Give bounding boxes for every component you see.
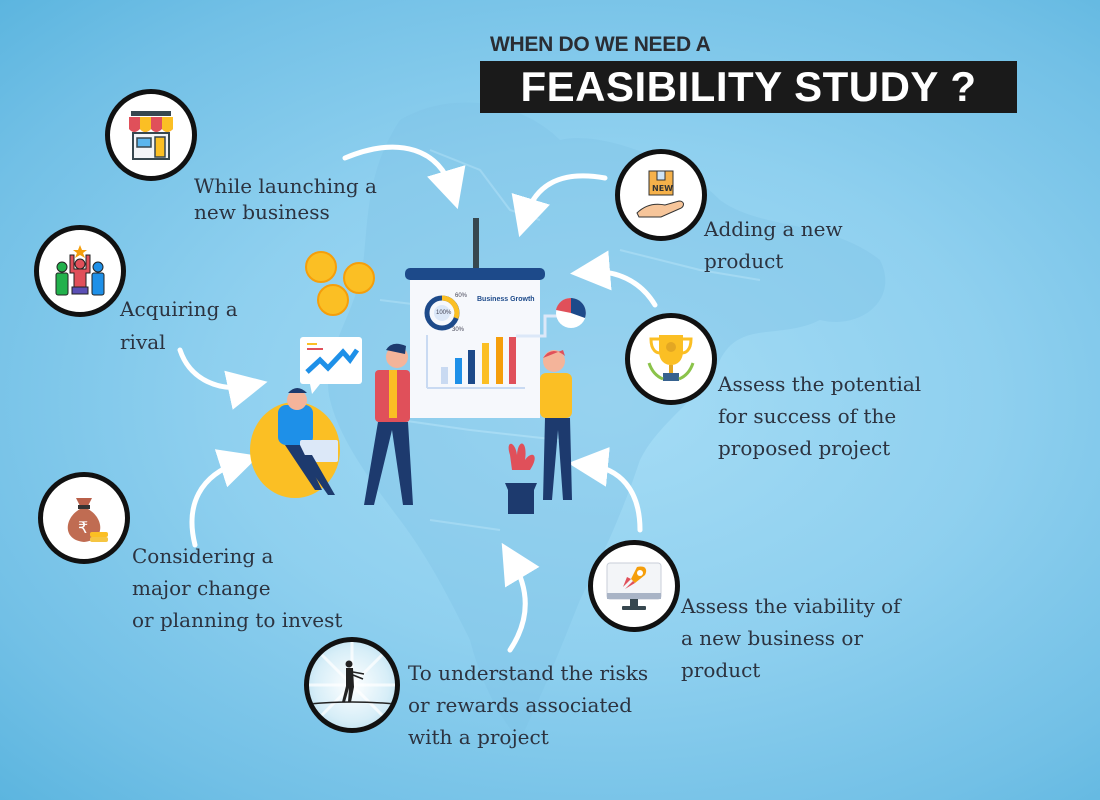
ring-center-label: 100%: [436, 310, 452, 316]
item-label-product: Adding a new product: [704, 217, 843, 273]
trophy-icon: [625, 313, 717, 405]
money-bag-rupee-icon: ₹: [38, 472, 130, 564]
coin-icon: [305, 251, 375, 316]
item-label-invest: Considering a major change or planning t…: [132, 544, 343, 632]
item-label-acquire: Acquiring a rival: [120, 297, 238, 354]
tightrope-walker-icon: [304, 637, 400, 733]
ring-top-label: 60%: [455, 293, 468, 299]
rocket-monitor-icon: [588, 540, 680, 632]
storefront-icon: [105, 89, 197, 181]
arrow-launch: [342, 144, 466, 210]
ring-bottom-label: 30%: [452, 327, 465, 333]
svg-text:NEW: NEW: [652, 184, 673, 193]
winner-podium-icon: [34, 225, 126, 317]
title-banner: FEASIBILITY STUDY ?: [480, 61, 1017, 113]
item-label-viability: Assess the viability of a new business o…: [681, 594, 901, 682]
arrow-risks: [501, 542, 540, 653]
title-subtitle: WHEN DO WE NEED A: [490, 33, 711, 56]
board-title: Business Growth: [477, 296, 535, 303]
arrow-acquire: [177, 347, 268, 410]
item-label-potential: Assess the potential for success of the …: [718, 372, 922, 460]
item-label-risks: To understand the risks or rewards assoc…: [408, 661, 649, 749]
arrow-product: [511, 173, 608, 238]
arrow-viability: [568, 446, 643, 533]
svg-text:₹: ₹: [78, 518, 88, 537]
new-product-hand-icon: NEW: [615, 149, 707, 241]
page-title: FEASIBILITY STUDY ?: [520, 63, 977, 110]
arrow-invest: [189, 449, 260, 548]
item-label-launch: While launching a new business: [194, 174, 377, 224]
arrow-potential: [570, 250, 658, 308]
